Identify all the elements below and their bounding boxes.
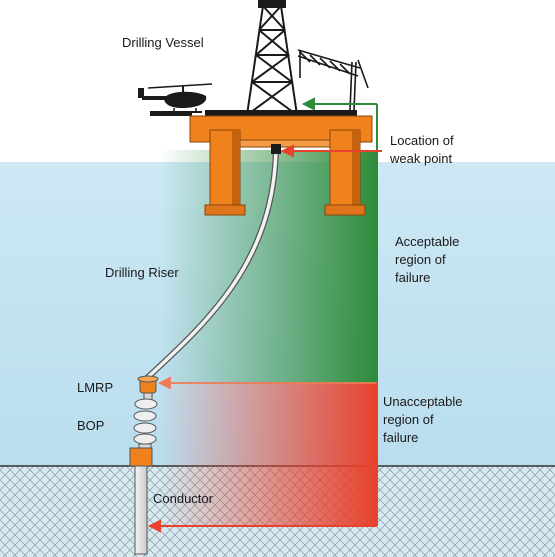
bop-stack [129,375,159,467]
label-weak-point-2: weak point [389,151,453,166]
weak-point-joint [271,144,281,154]
unacceptable-region [160,383,378,526]
label-acceptable-1: Acceptable [395,234,459,249]
pontoon-right [324,204,366,216]
label-drilling-vessel: Drilling Vessel [122,35,204,50]
derrick [246,5,298,116]
helideck [150,111,192,116]
label-drilling-riser: Drilling Riser [105,265,179,280]
platform-deck-base [205,110,357,118]
derrick-top [258,0,286,8]
label-unacceptable-2: region of [383,412,434,427]
label-acceptable-2: region of [395,252,446,267]
crane [297,49,369,111]
conductor-pipe [134,465,148,555]
label-unacceptable-1: Unacceptable [383,394,463,409]
label-unacceptable-3: failure [383,430,418,445]
pontoon-left [204,204,246,216]
label-acceptable-3: failure [395,270,430,285]
label-weak-point-1: Location of [390,133,454,148]
label-conductor: Conductor [153,491,214,506]
lmrp-arrow [157,376,377,390]
label-lmrp: LMRP [77,380,113,395]
unacceptable-bracket [147,383,378,533]
label-bop: BOP [77,418,104,433]
platform-leg-left-shade [232,130,240,212]
helicopter [138,83,213,113]
weak-point-arrow [280,144,382,158]
platform-leg-right-shade [352,130,360,212]
